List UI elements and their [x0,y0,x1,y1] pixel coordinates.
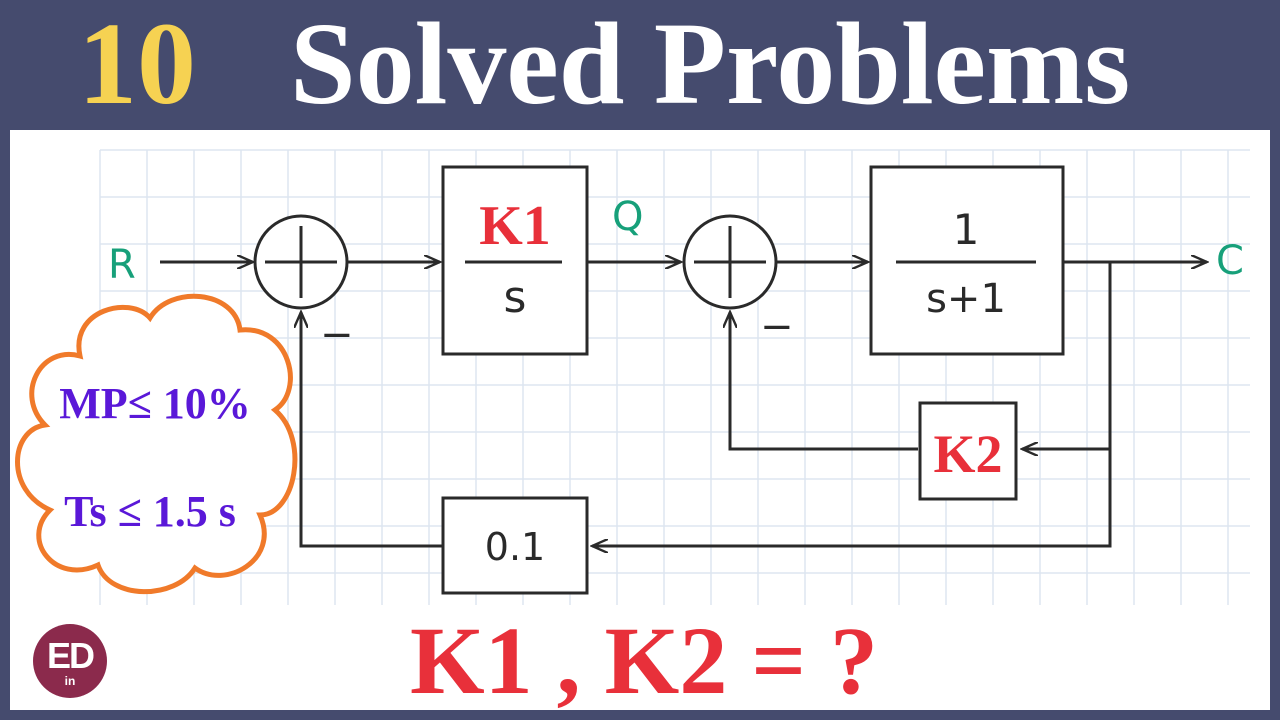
block2-denominator: s+1 [926,276,1006,322]
question-text: K1 , K2 = ? [410,607,879,714]
header-banner: 10 Solved Problems [0,0,1280,130]
block1-denominator: s [504,272,527,323]
sum1-minus-sign: − [320,312,354,358]
line-gain-to-sum1 [301,312,443,548]
spec-settling-time: Ts ≤ 1.5 s [64,487,236,536]
output-label-c: C [1216,238,1244,284]
block-gain-01 [441,496,589,595]
k2-gain-label: K2 [933,424,1002,484]
header-title: Solved Problems [290,0,1131,129]
spec-cloud [15,293,298,595]
line-to-gain-01 [592,449,1112,546]
block2-numerator: 1 [953,205,980,254]
input-label-r: R [108,242,136,288]
signal-lines [160,262,1207,546]
logo-sub-text: in [64,674,76,688]
sum2-minus-sign: − [760,304,794,350]
line-k2-to-sum2 [730,312,918,451]
signal-label-q: Q [612,194,643,240]
gain-01-label: 0.1 [485,525,545,569]
block1-numerator: K1 [479,195,551,257]
spec-overshoot: MP≤ 10% [59,379,251,428]
logo-main-text: ED [46,635,95,676]
header-number: 10 [78,0,196,129]
brand-logo: ED in [33,624,107,698]
block-k2 [918,401,1018,501]
